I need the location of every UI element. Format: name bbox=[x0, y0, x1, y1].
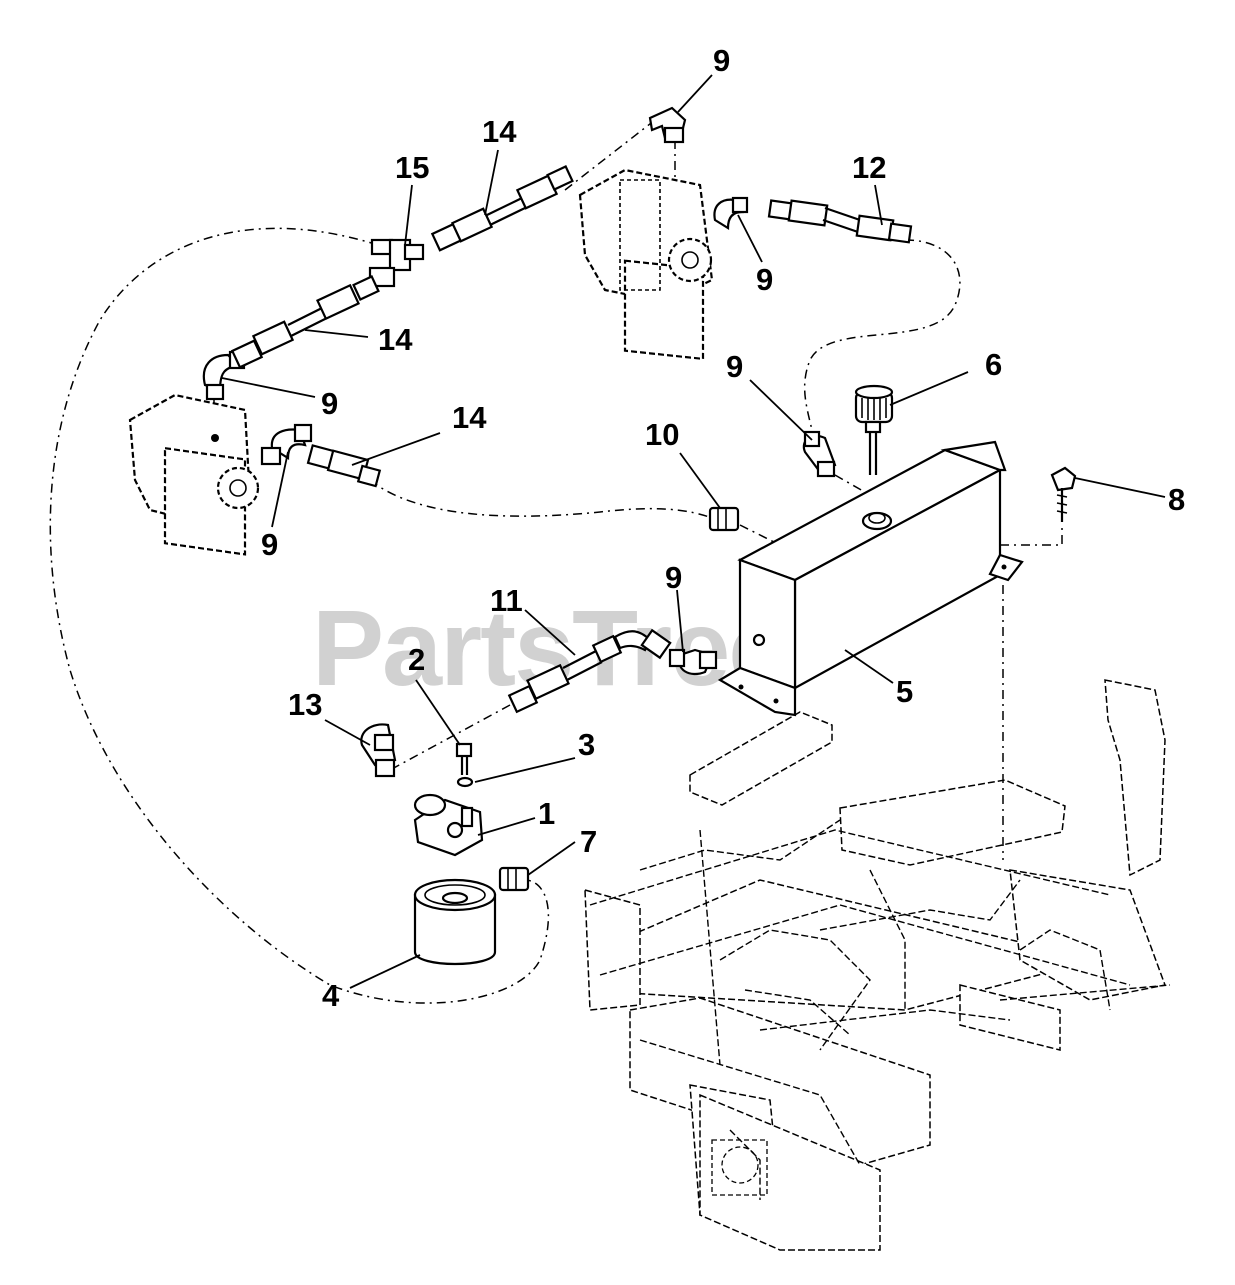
hose-12 bbox=[767, 199, 913, 244]
elbow-fitting-tank-front bbox=[668, 648, 718, 676]
callout-15: 15 bbox=[395, 150, 429, 185]
callout-4: 4 bbox=[322, 978, 340, 1013]
callout-9-left-pump: 9 bbox=[321, 386, 338, 421]
callout-7: 7 bbox=[580, 824, 597, 859]
callout-9-low-left: 9 bbox=[261, 527, 278, 562]
hose-14-low bbox=[306, 444, 382, 488]
hydraulic-tank bbox=[717, 440, 1024, 717]
callout-1: 1 bbox=[538, 796, 555, 831]
fitting-7 bbox=[498, 866, 530, 892]
callout-13: 13 bbox=[288, 687, 322, 722]
hose-14-mid bbox=[230, 275, 380, 369]
callout-9-tank-front: 9 bbox=[665, 560, 682, 595]
callout-14-mid: 14 bbox=[378, 322, 413, 357]
callout-9-upper-right: 9 bbox=[756, 262, 773, 297]
screw-2 bbox=[455, 742, 473, 775]
callout-2: 2 bbox=[408, 642, 425, 677]
washer-3 bbox=[456, 776, 474, 788]
hydraulic-pump-left bbox=[128, 393, 260, 556]
chassis-frame bbox=[584, 679, 1171, 1251]
callout-9-top: 9 bbox=[713, 43, 730, 78]
callout-14-top: 14 bbox=[482, 114, 517, 149]
fitting-10 bbox=[708, 506, 740, 532]
bolt-8 bbox=[1050, 466, 1077, 522]
callout-5: 5 bbox=[896, 674, 913, 709]
hose-14-top bbox=[430, 165, 574, 252]
elbow-fitting-top bbox=[648, 106, 687, 144]
callouts: 9 14 15 12 9 14 9 14 9 9 6 10 8 9 11 5 2… bbox=[261, 43, 1185, 1013]
tee-fitting-15 bbox=[368, 238, 425, 288]
callout-11: 11 bbox=[490, 583, 523, 618]
hose-11 bbox=[507, 628, 672, 714]
elbow-fitting-13 bbox=[360, 723, 397, 778]
callout-3: 3 bbox=[578, 727, 595, 762]
callout-8: 8 bbox=[1168, 482, 1185, 517]
callout-9-tank-top: 9 bbox=[726, 349, 743, 384]
elbow-fitting-tank-top bbox=[802, 430, 837, 478]
dipstick-cap bbox=[854, 384, 894, 475]
callout-6: 6 bbox=[985, 347, 1002, 382]
filter-head bbox=[413, 793, 484, 857]
elbow-fitting-right-pump bbox=[713, 196, 749, 230]
callout-14-low: 14 bbox=[452, 400, 487, 435]
hydraulic-pump-right bbox=[578, 168, 714, 361]
callout-10: 10 bbox=[645, 417, 679, 452]
callout-12: 12 bbox=[852, 150, 886, 185]
elbow-fitting-low-left bbox=[260, 423, 313, 466]
leader-lines bbox=[221, 74, 1166, 989]
oil-filter bbox=[413, 878, 497, 966]
